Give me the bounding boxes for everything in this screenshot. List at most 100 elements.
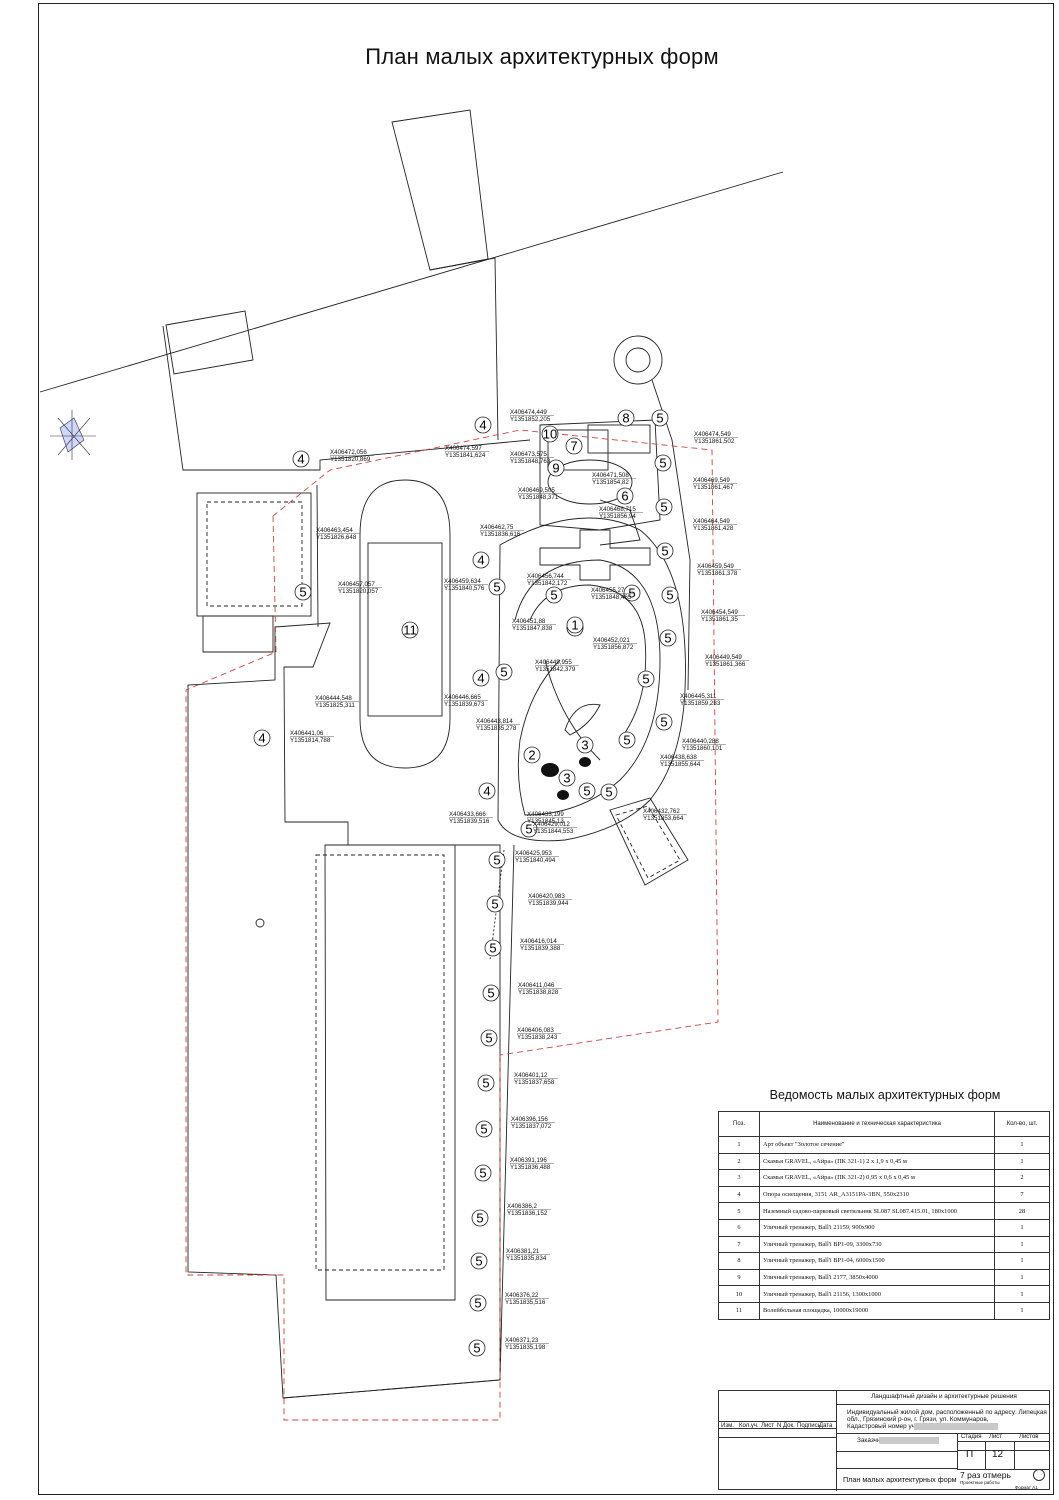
callout-marker: 5 xyxy=(488,578,506,596)
table-cell-pos: 8 xyxy=(718,1252,760,1270)
coord-x: X406474,449 xyxy=(510,409,547,416)
pavilion xyxy=(609,797,689,886)
coord-y: Y1351854,82 xyxy=(592,479,629,486)
redacted-field xyxy=(914,1423,998,1430)
coord-y: Y1351835,516 xyxy=(505,1299,546,1306)
coord-y: Y1351835,278 xyxy=(476,725,517,732)
marker-number: 3 xyxy=(581,738,588,753)
format-label: Формат А1 xyxy=(1015,1485,1038,1490)
sheet-label: Лист xyxy=(989,1434,1003,1440)
marker-number: 5 xyxy=(605,785,612,800)
table-cell-name: Уличный тренажер, Ball'i 2177, 3850х4000 xyxy=(759,1268,995,1287)
table-cell-pos: 5 xyxy=(718,1202,760,1220)
coord-y: Y1351838,828 xyxy=(518,989,559,996)
table-cell-qty: 1 xyxy=(994,1268,1050,1287)
marker-number: 2 xyxy=(528,748,535,763)
coord-x: X406472,056 xyxy=(330,449,367,456)
coord-x: X406396,156 xyxy=(511,1116,548,1123)
coord-y: Y1351860,101 xyxy=(682,745,723,752)
coord-x: X406464,549 xyxy=(693,518,730,525)
table-cell-qty: 2 xyxy=(994,1169,1050,1187)
callout-marker: 5 xyxy=(600,783,618,801)
coord-y: Y1351835,834 xyxy=(506,1255,547,1262)
table-cell-pos: 2 xyxy=(718,1152,760,1171)
neighbor-building xyxy=(391,109,489,271)
coord-y: Y1351861,35 xyxy=(701,616,738,623)
sheets-label: Листов xyxy=(1019,1434,1039,1440)
table-cell-name: Арт объект "Золотое сечение" xyxy=(759,1136,995,1154)
marker-number: 5 xyxy=(480,1122,487,1137)
marker-number: 5 xyxy=(656,411,663,426)
stage-label: Стадия xyxy=(961,1434,982,1440)
coord-x: X406391,196 xyxy=(510,1157,547,1164)
volleyball-court xyxy=(359,479,451,769)
col-kol: Кол.уч. xyxy=(739,1423,759,1429)
table-cell-qty: 1 xyxy=(994,1252,1050,1270)
table-cell-qty: 1 xyxy=(994,1301,1050,1320)
stamp-org: Ландшафтный дизайн и архитектурные решен… xyxy=(871,1393,1017,1400)
coord-x: X406429,012 xyxy=(533,821,570,828)
callout-marker: 5 xyxy=(474,1164,492,1182)
garden-boundary xyxy=(497,517,686,842)
callout-marker: 4 xyxy=(472,551,490,569)
callout-marker: 4 xyxy=(478,782,496,800)
coord-x: X406459,549 xyxy=(697,563,734,570)
marker-number: 5 xyxy=(491,897,498,912)
callout-marker: 5 xyxy=(482,984,500,1002)
coord-y: Y1351838,243 xyxy=(517,1034,558,1041)
table-cell-qty: 1 xyxy=(994,1152,1050,1171)
table-cell-name: Опора освещения, 3151 AR_A3151PA-3BN, 55… xyxy=(759,1185,995,1204)
marker-number: 5 xyxy=(525,822,532,837)
callout-marker: 5 xyxy=(651,409,669,427)
table-cell-name: Скамья GRAVEL, «Айра» (ПК 321-2) 0,95 х … xyxy=(759,1169,995,1187)
outbuilding xyxy=(202,615,274,653)
stamp-project-3: Кадастровый номер уч-ка xyxy=(847,1423,924,1430)
coord-y: Y1351848,371 xyxy=(518,494,559,501)
table-cell-pos: 11 xyxy=(718,1301,760,1320)
coord-y: Y1351836,152 xyxy=(507,1210,548,1217)
coord-y: Y1351825,311 xyxy=(315,702,355,709)
coord-y: Y1351852,205 xyxy=(510,416,551,423)
coord-x: X406406,083 xyxy=(517,1027,554,1034)
callout-marker: 4 xyxy=(253,729,271,747)
table-cell-name: Уличный тренажер, Ball'i BP1-09, 3300х73… xyxy=(759,1235,995,1254)
callout-marker: 5 xyxy=(659,629,677,647)
marker-number: 5 xyxy=(628,586,635,601)
col-izm: Изм. xyxy=(721,1423,734,1429)
road-edge-line xyxy=(39,171,784,393)
callout-marker: 5 xyxy=(661,586,679,604)
table-cell-pos: 7 xyxy=(718,1235,760,1254)
coord-x: X406432,762 xyxy=(643,808,680,815)
marker-number: 5 xyxy=(550,588,557,603)
marker-number: 5 xyxy=(474,1296,481,1311)
callout-marker: 5 xyxy=(578,782,596,800)
table-cell-name: Скамья GRAVEL, «Айра» (ПК 321-1) 2 х 1,9… xyxy=(759,1152,995,1171)
callout-marker: 3 xyxy=(576,736,594,754)
coord-x: X406449,549 xyxy=(705,654,742,661)
coord-y: Y1351835,198 xyxy=(505,1344,546,1351)
coord-y: Y1351826,648 xyxy=(316,534,357,541)
coord-x: X406433,199 xyxy=(527,811,564,818)
col-sign: Подпись xyxy=(797,1423,821,1429)
stamp-project-2: обл., Грязинский р-он, г. Грязи, ул. Ком… xyxy=(847,1416,989,1423)
marker-number: 1 xyxy=(571,618,578,633)
table-cell-qty: 1 xyxy=(994,1136,1050,1154)
callout-marker: 5 xyxy=(623,584,641,602)
bench xyxy=(579,757,591,767)
